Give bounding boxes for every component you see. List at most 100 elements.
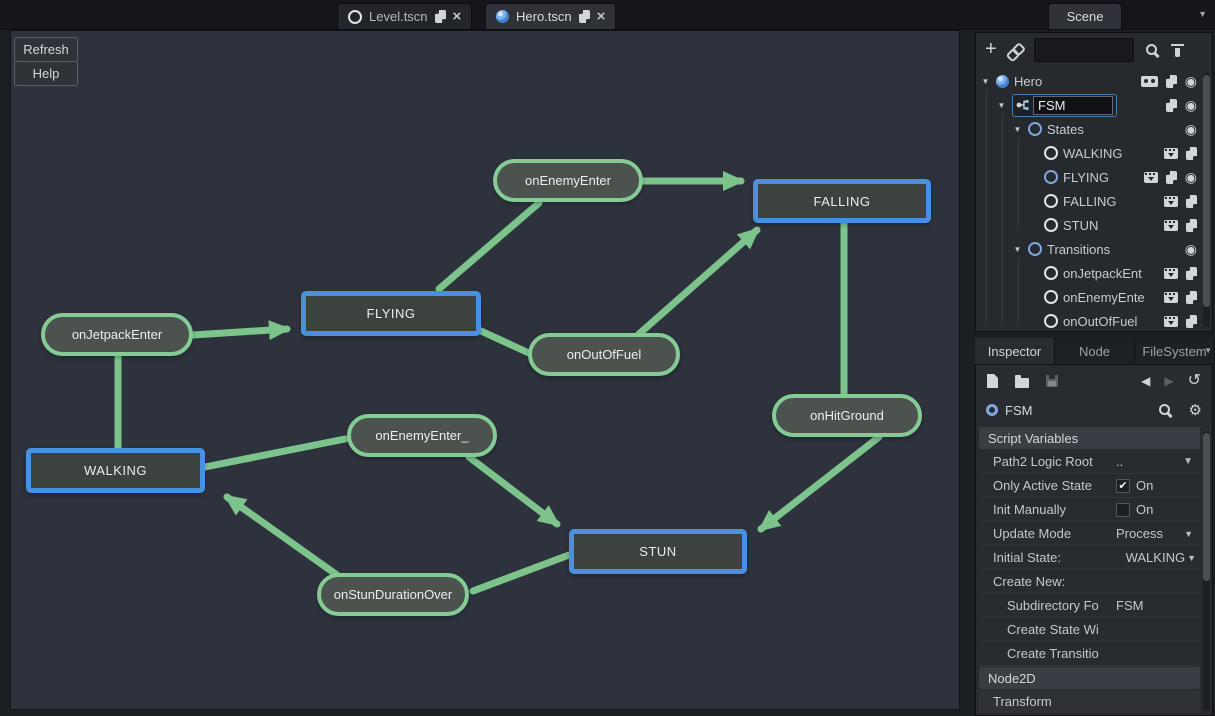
checkbox-checked[interactable]: ✔ [1116, 478, 1130, 493]
checkbox-unchecked[interactable] [1116, 502, 1130, 517]
node-circle-icon [1044, 170, 1058, 184]
close-icon[interactable]: × [596, 8, 606, 25]
chevron-down-icon[interactable]: ▼ [1183, 456, 1193, 467]
clapper-icon[interactable] [1164, 147, 1178, 159]
tree-node-label: Hero [1014, 73, 1043, 89]
tab-node[interactable]: Node [1055, 338, 1135, 364]
state-node-stun[interactable]: STUN [569, 529, 747, 574]
help-button[interactable]: Help [14, 61, 78, 86]
prop-label: Subdirectory Fo [1007, 598, 1099, 613]
tree-row-states[interactable]: ▼ States ◉ [976, 117, 1212, 141]
node-circle-icon [1028, 122, 1042, 136]
new-resource-icon[interactable] [987, 374, 998, 388]
clapper-icon[interactable] [1164, 219, 1178, 231]
node-circle-icon [1044, 266, 1058, 280]
history-back-icon[interactable]: ◀ [1141, 374, 1151, 388]
filter-properties-icon[interactable] [1158, 403, 1173, 418]
tree-row-flying[interactable]: FLYING ◉ [976, 165, 1212, 189]
scene-filter-input[interactable] [1033, 38, 1134, 62]
visibility-icon[interactable]: ◉ [1184, 241, 1197, 257]
dock-tabs-caret-icon[interactable]: ▼ [1204, 346, 1212, 355]
tree-row-stun[interactable]: STUN [976, 213, 1212, 237]
history-forward-icon[interactable]: ▶ [1164, 374, 1174, 388]
clapper-icon[interactable] [1164, 291, 1178, 303]
prop-value[interactable]: Process [1116, 526, 1163, 541]
tree-row-transitions[interactable]: ▼ Transitions ◉ [976, 237, 1212, 261]
search-icon[interactable] [1145, 43, 1160, 58]
tab-inspector[interactable]: Inspector [975, 338, 1055, 364]
dock-menu-caret-icon[interactable]: ▼ [1198, 9, 1207, 19]
script-icon[interactable] [1165, 74, 1177, 88]
state-node-flying[interactable]: FLYING [301, 291, 481, 336]
clapper-icon[interactable] [1164, 267, 1178, 279]
expander-icon[interactable]: ▼ [981, 76, 990, 86]
connections-icon[interactable] [1140, 75, 1158, 87]
transition-label: onEnemyEnter [525, 173, 611, 188]
transition-node-onoutoffuel[interactable]: onOutOfFuel [528, 333, 680, 376]
prop-value[interactable]: FSM [1116, 598, 1144, 613]
script-icon[interactable] [1186, 290, 1197, 304]
tree-row-fsm[interactable]: ▼ ◉ [976, 93, 1212, 117]
transition-node-onstundurationover[interactable]: onStunDurationOver [317, 573, 469, 616]
section-script-variables[interactable]: Script Variables [979, 427, 1200, 449]
close-icon[interactable]: × [452, 8, 462, 25]
clapper-icon[interactable] [1164, 315, 1178, 327]
transition-node-onjetpackenter[interactable]: onJetpackEnter [41, 313, 193, 356]
scene-tab-hero[interactable]: Hero.tscn × [485, 3, 617, 29]
chevron-down-icon[interactable]: ▼ [1184, 528, 1193, 539]
object-history-icon[interactable]: ↺ [1187, 372, 1201, 389]
visibility-icon[interactable]: ◉ [1184, 169, 1197, 185]
state-node-walking[interactable]: WALKING [26, 448, 205, 493]
transition-node-onhitground[interactable]: onHitGround [772, 394, 922, 437]
tree-row-falling[interactable]: FALLING [976, 189, 1212, 213]
node-rename-input[interactable] [1033, 95, 1113, 115]
section-label: Script Variables [988, 430, 1079, 446]
inspector-scrollbar[interactable] [1203, 431, 1210, 711]
node-rename-box [1012, 93, 1117, 117]
scene-dock-tab-label: Scene [1066, 9, 1104, 24]
prop-label: Init Manually [993, 502, 1066, 517]
prop-value[interactable]: .. [1116, 454, 1124, 469]
subsection-transform[interactable]: Transform [979, 690, 1200, 713]
script-icon[interactable] [1165, 170, 1177, 184]
expander-icon[interactable]: ▼ [1013, 244, 1022, 254]
script-icon[interactable] [1186, 218, 1197, 232]
scene-tab-level[interactable]: Level.tscn × [337, 3, 473, 29]
tab-filesystem[interactable]: FileSystem [1135, 338, 1215, 364]
add-node-icon[interactable]: + [985, 38, 997, 60]
prop-value[interactable]: WALKING [1125, 550, 1186, 565]
script-icon[interactable] [1186, 266, 1197, 280]
load-resource-icon[interactable] [1015, 374, 1029, 388]
fsm-graph-editor[interactable]: FALLING FLYING WALKING STUN onEnemyEnter… [10, 30, 960, 710]
gear-icon[interactable]: ⚙ [1188, 401, 1202, 419]
visibility-icon[interactable]: ◉ [1184, 121, 1197, 137]
transition-node-onenemyenter2[interactable]: onEnemyEnter_ [347, 414, 497, 457]
state-node-falling[interactable]: FALLING [753, 179, 931, 223]
instance-scene-icon[interactable] [1005, 39, 1026, 60]
chevron-down-icon[interactable]: ▼ [1187, 552, 1196, 563]
scene-dock: + ▼ Hero ◉ ▼ [975, 32, 1213, 332]
clapper-icon[interactable] [1164, 195, 1178, 207]
tab-label: Node [1078, 343, 1111, 359]
script-icon[interactable] [1186, 314, 1197, 328]
tree-row-walking[interactable]: WALKING [976, 141, 1212, 165]
visibility-icon[interactable]: ◉ [1184, 73, 1197, 89]
clapper-icon[interactable] [1143, 171, 1158, 183]
expander-icon[interactable]: ▼ [1013, 124, 1022, 134]
script-icon[interactable] [1186, 146, 1197, 160]
tree-row-onoutoffuel[interactable]: onOutOfFuel [976, 309, 1212, 331]
tab-scene-dock[interactable]: Scene [1048, 3, 1122, 29]
tree-row-hero[interactable]: ▼ Hero ◉ [976, 69, 1212, 93]
section-node2d[interactable]: Node2D [979, 667, 1200, 689]
script-icon[interactable] [1186, 194, 1197, 208]
refresh-button[interactable]: Refresh [14, 37, 78, 62]
save-resource-icon[interactable] [1046, 375, 1058, 387]
visibility-icon[interactable]: ◉ [1184, 97, 1197, 113]
expander-icon[interactable]: ▼ [997, 100, 1006, 110]
transition-node-onenemyenter[interactable]: onEnemyEnter [493, 159, 643, 202]
tree-row-onenemyenter[interactable]: onEnemyEnte [976, 285, 1212, 309]
tree-row-onjetpackenter[interactable]: onJetpackEnt [976, 261, 1212, 285]
scene-tree-scrollbar[interactable] [1203, 73, 1210, 327]
delete-node-icon[interactable] [1170, 43, 1184, 57]
script-icon[interactable] [1165, 98, 1177, 112]
